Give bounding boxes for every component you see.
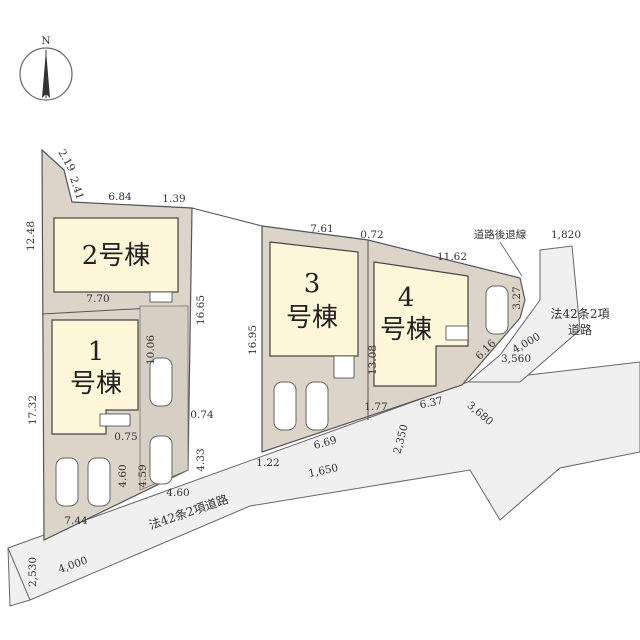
car-icon [485,285,509,335]
dim-label: 7.70 [86,293,109,305]
dim-label: 10.06 [145,335,157,365]
house-4-number: 4 [398,283,415,313]
right-road-label-1: 法42条2項 [551,307,610,321]
car-icon [305,381,329,431]
house-1-number: 1 [88,337,105,367]
entrance-steps [99,291,469,427]
compass-label: N [41,35,50,47]
house-3-number: 3 [304,269,321,299]
dim-label: 3,560 [501,353,531,365]
north-arrow-icon [19,47,73,101]
dim-label: 0.72 [360,229,383,241]
dim-label: 13.08 [367,345,379,375]
dim-label: 3.27 [511,286,523,309]
house-1 [51,319,139,435]
main-road [7,361,640,607]
house-4 [373,261,469,387]
dim-label: 6.84 [108,191,132,203]
right-road [466,245,581,383]
dim-label: 1.39 [162,193,185,205]
dim-label: 7.61 [310,223,333,235]
dim-label: 4.33 [195,448,207,471]
car-icon [87,457,111,507]
right-road-label-2: 道路 [568,322,592,337]
dim-label: 11.62 [437,251,467,263]
house-2 [53,217,179,293]
dim-label: 16.95 [247,325,259,355]
setback-line-label: 道路後退線 [474,228,527,241]
house-3 [269,241,359,357]
dim-label: 1,820 [551,229,581,241]
house-3-suffix: 号棟 [286,303,338,333]
dim-label: 12.48 [25,221,37,251]
dim-label: 6.69 [312,434,338,452]
house-4-suffix: 号棟 [380,315,432,345]
boundary-line [191,207,263,227]
dim-label: 6.37 [419,395,444,412]
car-icon [273,381,297,431]
dim-label: 4.60 [117,464,129,487]
dim-label: 4.60 [166,487,189,499]
house-2-label: 2号棟 [82,241,151,271]
car-icon [55,457,79,507]
dim-label: 7.44 [64,515,88,527]
dim-label: 0.75 [114,431,137,443]
car-icon [149,357,173,407]
dim-label: 4.59 [137,464,149,487]
road-edge [7,547,31,601]
dim-label: 17.32 [27,395,39,425]
dim-label: 2,530 [27,557,39,587]
dim-label: 1.77 [364,401,387,413]
dim-label: 16.65 [195,295,207,325]
house-1-suffix: 号棟 [70,369,122,399]
setback-leader [499,241,523,277]
car-icons [55,285,509,507]
car-icon [149,435,173,485]
dim-label: 1.22 [256,457,279,469]
dim-label: 0.74 [190,409,214,421]
